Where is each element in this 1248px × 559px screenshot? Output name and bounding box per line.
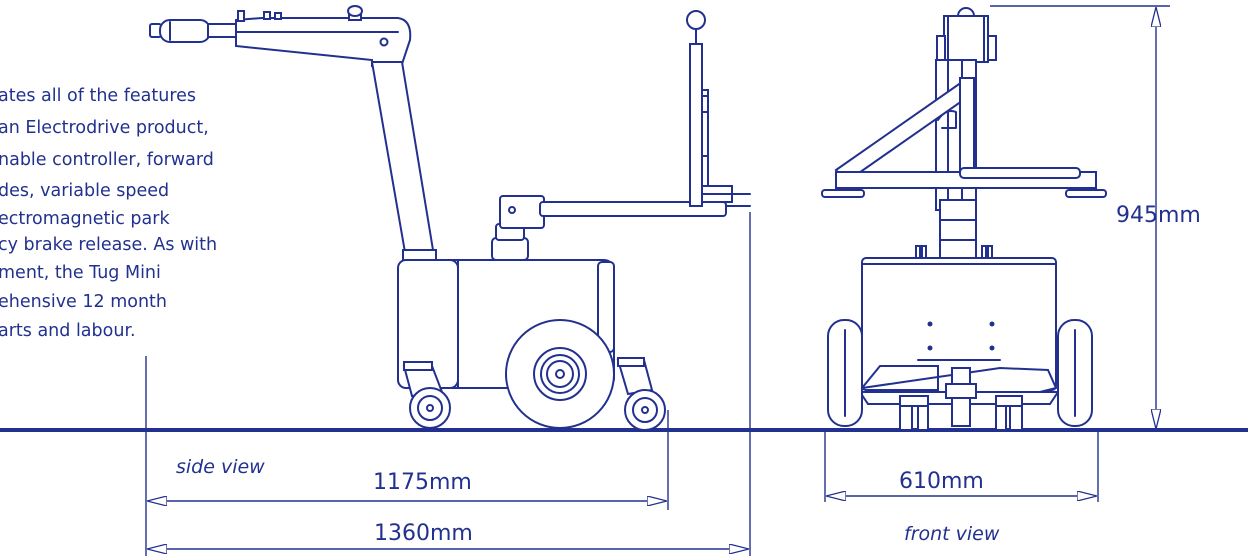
dimension-side-total-label: 1360mm bbox=[374, 521, 473, 546]
description-line: ectromagnetic park bbox=[0, 209, 170, 229]
side-view-label: side view bbox=[176, 456, 265, 478]
description-line: nable controller, forward bbox=[0, 150, 214, 170]
description-line: ment, the Tug Mini bbox=[0, 263, 161, 283]
description-text: ates all of the features an Electrodrive… bbox=[0, 86, 217, 341]
description-line: ehensive 12 month bbox=[0, 292, 167, 312]
dimension-lines bbox=[145, 5, 1170, 556]
description-line: ates all of the features bbox=[0, 86, 196, 106]
dimension-side-body-label: 1175mm bbox=[373, 470, 472, 495]
description-line: des, variable speed bbox=[0, 181, 169, 201]
side-view-tug bbox=[149, 5, 751, 431]
front-view-tug bbox=[821, 7, 1107, 431]
description-line: an Electrodrive product, bbox=[0, 118, 209, 138]
description-line: arts and labour. bbox=[0, 321, 136, 341]
dimension-height-label: 945mm bbox=[1116, 203, 1201, 228]
description-line: cy brake release. As with bbox=[0, 235, 217, 255]
dimension-front-width-label: 610mm bbox=[899, 469, 984, 494]
front-view-label: front view bbox=[904, 523, 1000, 545]
